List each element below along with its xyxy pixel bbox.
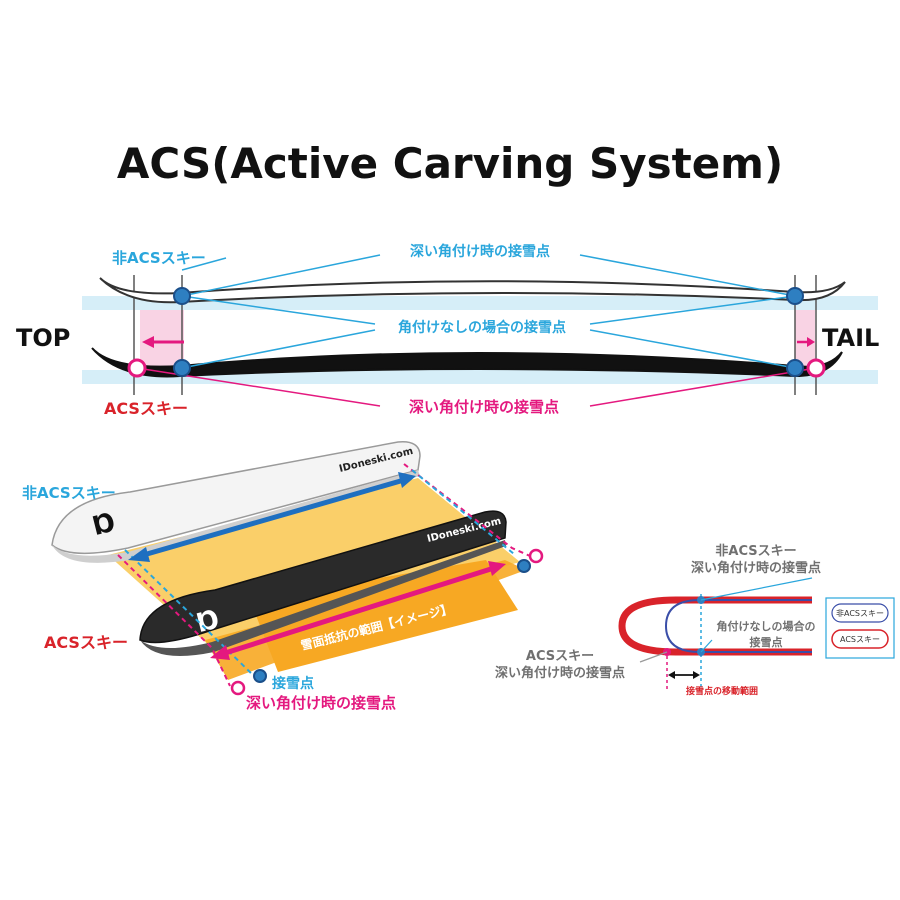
legend-non-acs-label: 非ACSスキー [836, 608, 884, 618]
callout-noedge-tip [181, 329, 376, 369]
pointer-acs [639, 651, 668, 663]
callout-noedge-tail [589, 329, 796, 369]
detail-legend-box [825, 597, 895, 659]
contact-point-acs-deep-tail [806, 358, 826, 378]
deep-contact-point-tail-persp [528, 548, 544, 564]
detail-non-acs-heading-2: 深い角付け時の接雪点 [691, 560, 821, 576]
label-tail: TAIL [822, 324, 879, 352]
persp-label-acs: ACSスキー [44, 633, 128, 652]
contact-point-acs-flat-tail [786, 359, 804, 377]
contact-point-acs-deep-tip [127, 358, 147, 378]
callout-noedge-tail-2 [589, 295, 796, 325]
contact-point-non-acs-tail [786, 287, 804, 305]
callout-noedge-tip-2 [181, 295, 376, 325]
resistance-area-main [250, 560, 518, 672]
label-top: TOP [16, 324, 70, 352]
contact-point-tail-persp [517, 559, 531, 573]
detail-diagram: 非ACSスキー 深い角付け時の接雪点 角付けなしの場合の 接雪点 ACSスキー … [495, 543, 895, 697]
label-acs-ski: ACSスキー [104, 399, 188, 418]
tip-arrowhead [142, 336, 154, 348]
callout-non-acs [181, 257, 227, 271]
snow-band-lower [82, 370, 878, 384]
callout-acs-deep-tail [589, 367, 817, 407]
callout-deep-tip [181, 254, 381, 297]
acs-tip-shape [618, 596, 812, 656]
contact-point-persp [253, 669, 267, 683]
non-acs-range-arrow [139, 477, 405, 559]
detail-no-edge-1: 角付けなしの場合の [717, 619, 816, 633]
dash-blue-tail [411, 469, 515, 555]
persp-label-contact: 接雪点 [272, 675, 314, 692]
deep-contact-point-persp [230, 680, 246, 696]
label-deep-edge-upper: 深い角付け時の接雪点 [410, 243, 550, 260]
persp-label-non-acs: 非ACSスキー [22, 484, 116, 502]
legend-non-acs-swatch [831, 603, 889, 623]
page-title: ACS(Active Carving System) [117, 139, 783, 188]
acs-range-arrow [221, 565, 495, 657]
detail-no-edge-2: 接雪点 [750, 635, 783, 649]
detail-acs-heading-2: 深い角付け時の接雪点 [495, 665, 625, 681]
pointer-no-edge [700, 639, 713, 653]
callout-deep-tail [579, 254, 796, 297]
detail-movement-range: 接雪点の移動範囲 [686, 685, 758, 697]
non-acs-ski-profile [99, 277, 846, 304]
contact-point-acs-flat-tip [173, 359, 191, 377]
non-acs-arrowhead-left [128, 547, 150, 562]
detail-non-acs-heading-1: 非ACSスキー [715, 543, 796, 559]
label-deep-edge-lower: 深い角付け時の接雪点 [409, 398, 559, 416]
tail-arrowhead [807, 337, 815, 347]
acs-ski-profile [91, 347, 843, 378]
legend-acs-swatch [831, 629, 889, 649]
non-acs-arrowhead-right [398, 472, 416, 488]
non-acs-tip-shape [664, 599, 812, 653]
white-ski [51, 441, 421, 555]
acs-arrowhead-right [488, 561, 506, 576]
dash-pink-tail [403, 463, 531, 557]
label-non-acs-ski: 非ACSスキー [112, 249, 206, 267]
persp-label-deep-contact: 深い角付け時の接雪点 [246, 694, 396, 712]
dash-blue-tip [124, 549, 255, 677]
tail-shift-zone [795, 310, 815, 370]
label-no-edge: 角付けなしの場合の接雪点 [398, 319, 566, 336]
contact-point-non-acs-tip [173, 287, 191, 305]
detail-acs-heading-1: ACSスキー [526, 649, 594, 664]
black-ski [139, 510, 507, 644]
pointer-non-acs [700, 577, 813, 601]
perspective-diagram: Ɒ IDoneski.com Ɒ IDoneski.com 非ACSスキー AC… [22, 441, 544, 712]
legend-acs-label: ACSスキー [840, 635, 880, 644]
acs-arrowhead-left [210, 645, 230, 660]
snow-band-upper [82, 296, 878, 310]
side-view-diagram: TOP TAIL 非ACSスキー ACSスキー 深い角付け時の接雪点 角付けなし… [16, 243, 879, 418]
